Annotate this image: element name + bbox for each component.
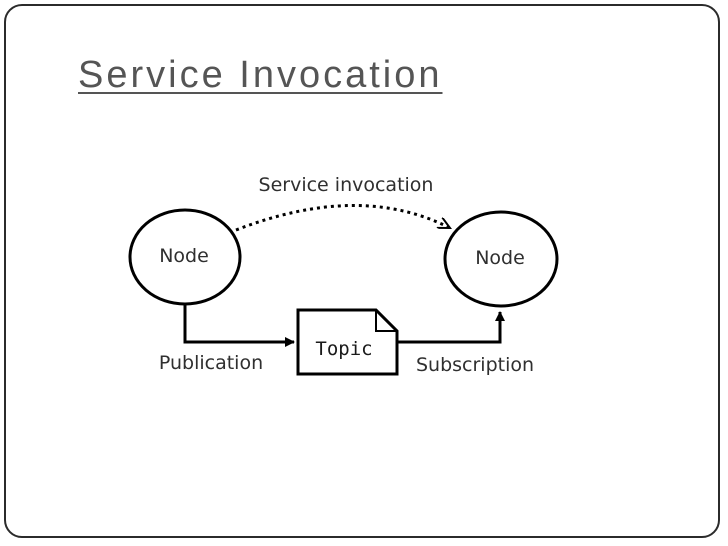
node-left-label: Node [159, 245, 209, 267]
node-right-label: Node [475, 247, 525, 269]
node-left: Node [128, 208, 242, 306]
subscription-label: Subscription [416, 354, 534, 376]
slide-title: Service Invocation [78, 54, 443, 96]
topic-label: Topic [315, 338, 372, 360]
topic-document: Topic [296, 308, 399, 376]
service-invocation-arrow [235, 204, 450, 232]
node-right: Node [443, 210, 559, 308]
service-invocation-label: Service invocation [259, 174, 434, 196]
slide-frame [4, 4, 720, 538]
folded-corner-icon [375, 310, 397, 332]
publication-label: Publication [159, 352, 263, 374]
subscription-arrow [397, 311, 505, 344]
publication-arrow [183, 304, 295, 347]
